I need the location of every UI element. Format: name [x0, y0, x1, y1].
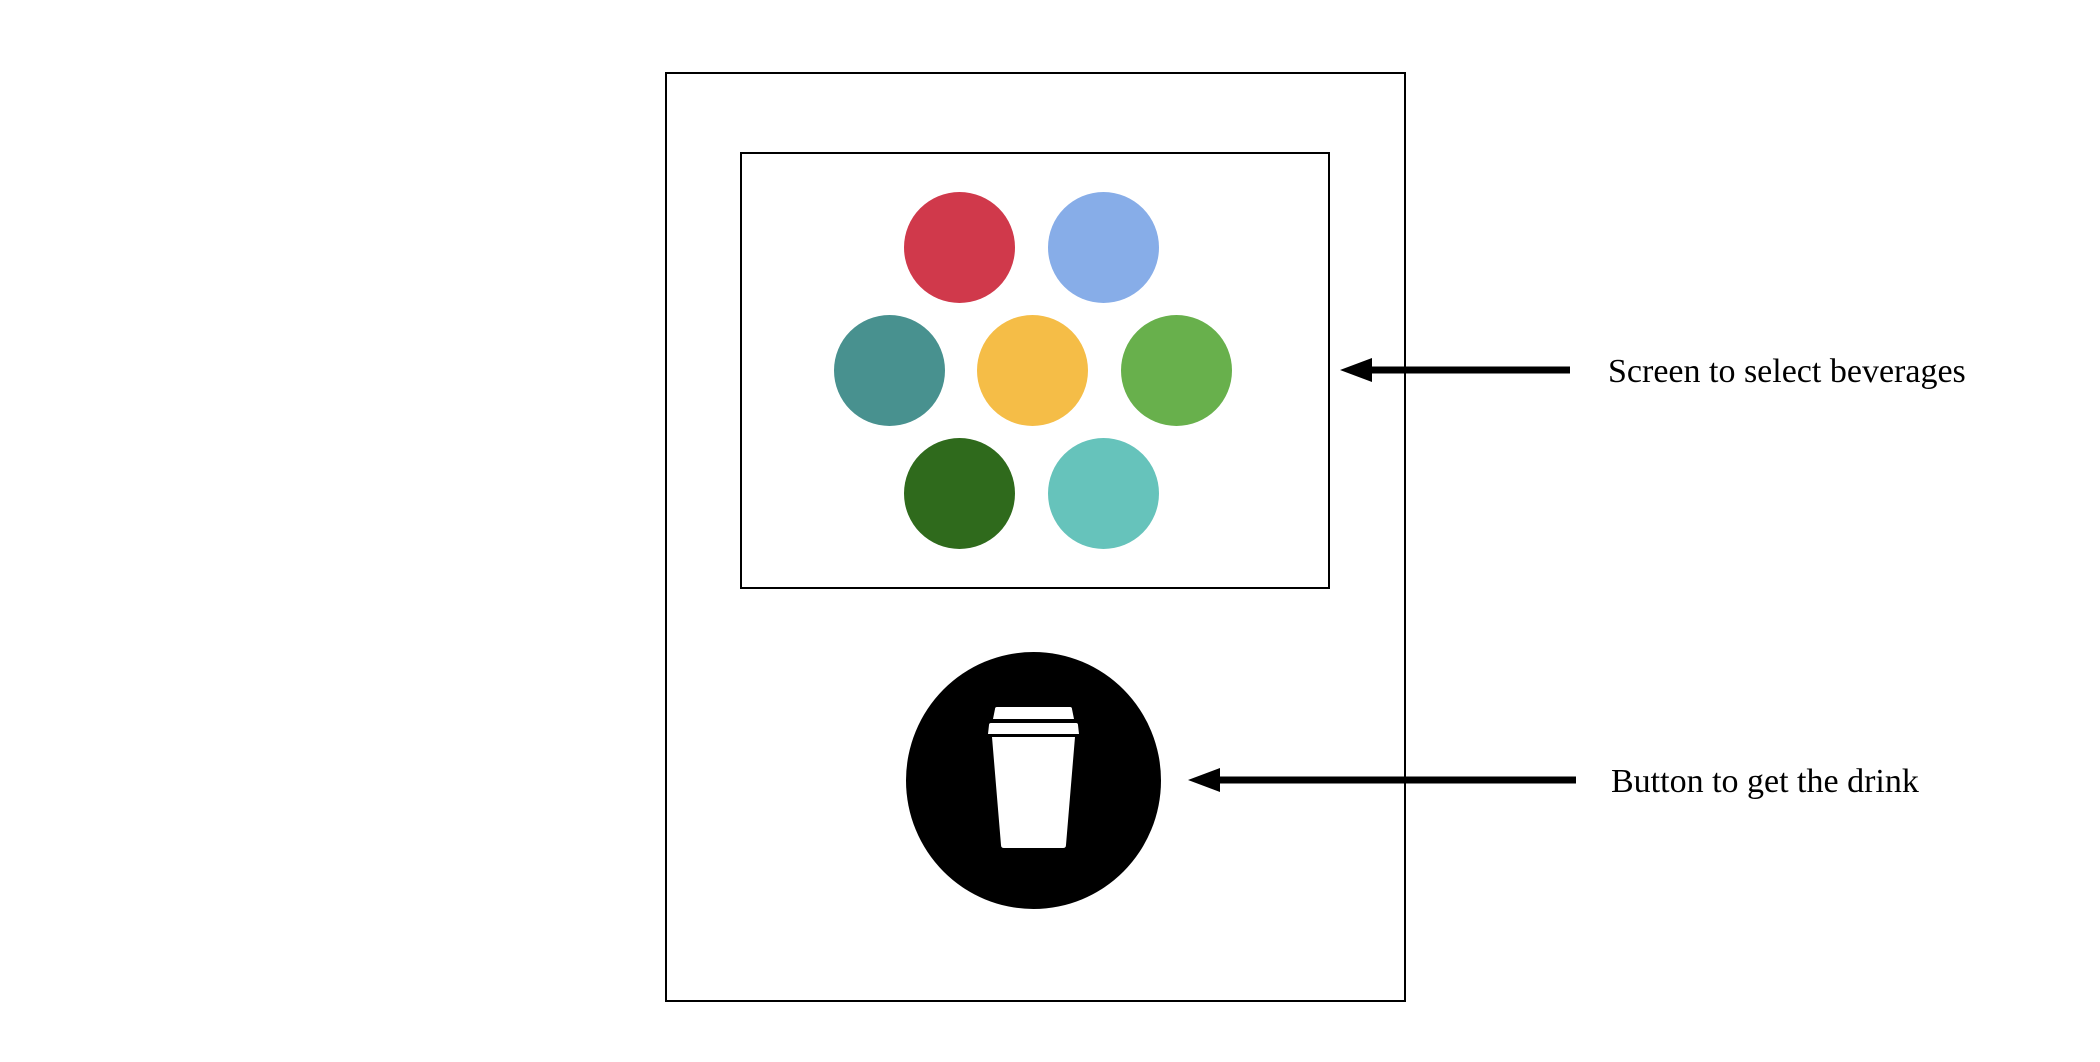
beverage-option-light-blue[interactable] — [1048, 192, 1159, 303]
button-annotation-label: Button to get the drink — [1611, 763, 1919, 800]
screen-pointer-arrow — [1340, 358, 1570, 382]
beverage-option-teal[interactable] — [834, 315, 945, 426]
beverage-option-dark-green[interactable] — [904, 438, 1015, 549]
coffee-cup-icon — [988, 707, 1079, 848]
beverage-selection-screen — [740, 152, 1330, 589]
get-drink-button[interactable] — [906, 652, 1161, 909]
beverage-option-green[interactable] — [1121, 315, 1232, 426]
button-pointer-arrow — [1188, 768, 1576, 792]
vending-machine-body — [665, 72, 1406, 1002]
beverage-option-yellow[interactable] — [977, 315, 1088, 426]
beverage-option-red[interactable] — [904, 192, 1015, 303]
screen-annotation-label: Screen to select beverages — [1608, 353, 1966, 390]
beverage-option-aqua[interactable] — [1048, 438, 1159, 549]
